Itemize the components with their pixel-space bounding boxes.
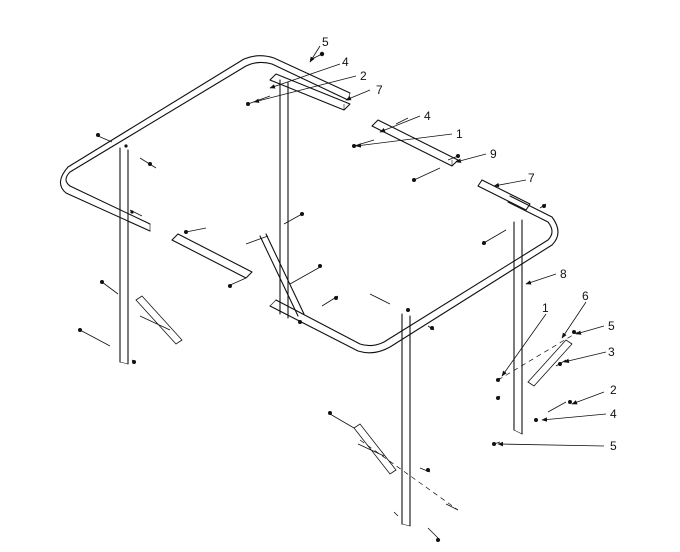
assembly-line-right	[497, 331, 579, 381]
callout-labels: 5 4 2 7 4 1 9 7 8 1 6 5 3 2 4 5	[322, 35, 617, 453]
leg-left	[119, 147, 129, 365]
callout-3: 3	[608, 345, 615, 359]
callout-1-right: 1	[542, 301, 549, 315]
bracket-right	[527, 339, 573, 387]
top-frame-tube	[59, 55, 559, 354]
sleeve-tube-left	[171, 233, 253, 279]
callout-leaders	[253, 45, 607, 447]
callout-9: 9	[490, 147, 497, 161]
callout-5-top: 5	[322, 35, 329, 49]
leg-front-center	[401, 313, 411, 527]
leg-back-center	[279, 79, 289, 319]
leg-right	[513, 219, 523, 435]
callout-1-mid: 1	[456, 127, 463, 141]
callout-7-top: 7	[376, 83, 383, 97]
callout-6: 6	[582, 289, 589, 303]
callout-4-mid: 4	[424, 109, 431, 123]
callout-2-top: 2	[360, 69, 367, 83]
callout-4-right: 4	[610, 407, 617, 421]
brace-back-center	[259, 233, 305, 317]
sleeve-tube-right	[371, 119, 459, 167]
callout-4-top: 4	[342, 55, 349, 69]
sleeve-tube-right-corner	[477, 179, 531, 211]
sleeve-tube-top-left	[269, 73, 351, 111]
bracket-front	[353, 423, 397, 475]
callout-8: 8	[560, 267, 567, 281]
bracket-left	[135, 295, 183, 345]
callout-7-right: 7	[528, 171, 535, 185]
assembly-line-front	[359, 439, 459, 511]
callout-5-right: 5	[608, 319, 615, 333]
hardware-bolts	[78, 51, 576, 542]
callout-2-right: 2	[610, 383, 617, 397]
callout-5-bottom: 5	[610, 439, 617, 453]
